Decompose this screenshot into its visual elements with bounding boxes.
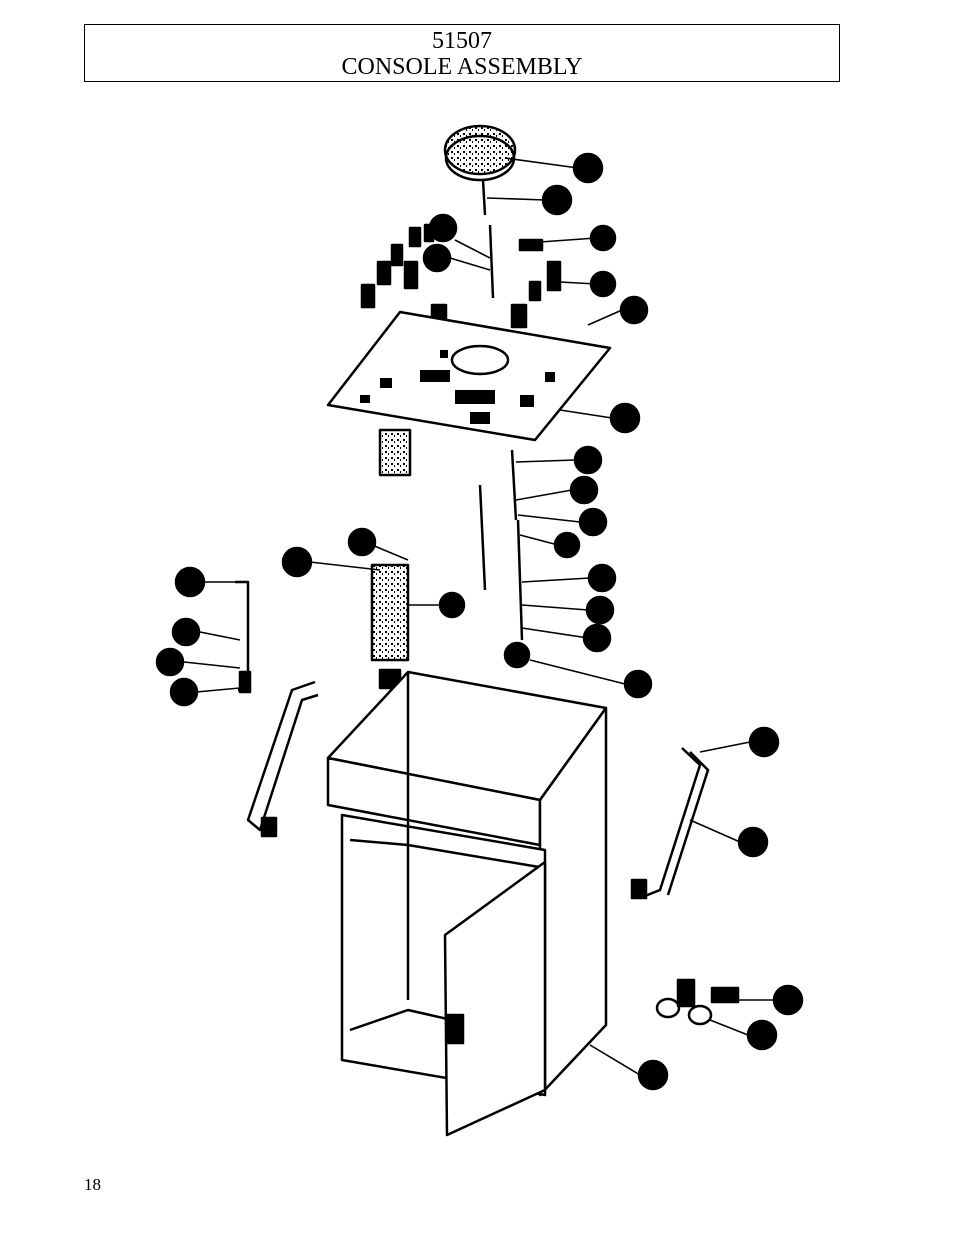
loose-hardware — [657, 980, 738, 1024]
bracket-left — [235, 582, 250, 692]
lock-assembly — [372, 565, 408, 688]
handle-left — [248, 682, 318, 836]
button-cluster-left — [362, 225, 433, 307]
top-disc-part — [445, 126, 515, 215]
control-panel-plate — [328, 312, 610, 440]
page-number: 18 — [84, 1175, 101, 1195]
button-cluster-right — [432, 240, 560, 327]
rod-part — [490, 225, 493, 298]
